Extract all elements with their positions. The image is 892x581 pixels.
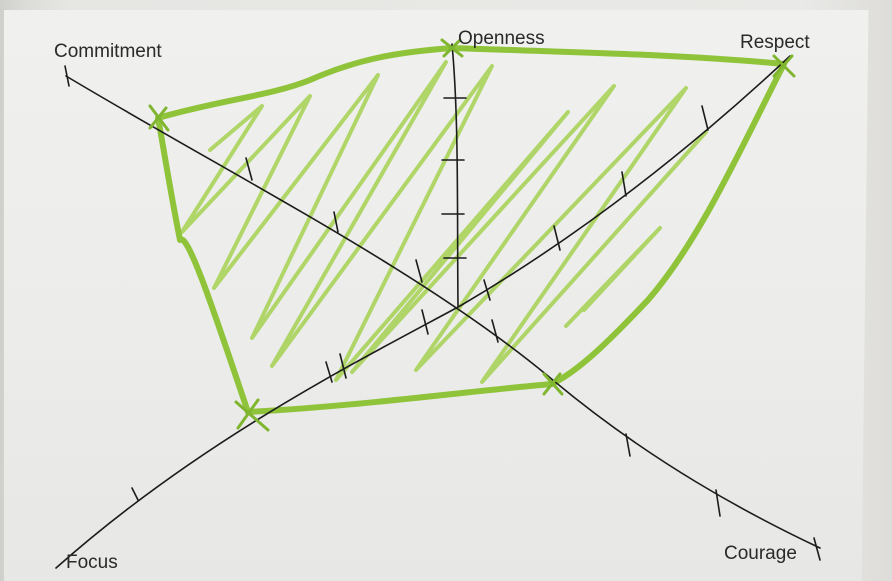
label-courage: Courage xyxy=(724,543,797,564)
vertex-marks xyxy=(148,38,796,432)
label-respect: Respect xyxy=(740,32,810,53)
green-hatching xyxy=(180,60,708,384)
label-focus: Focus xyxy=(66,552,118,573)
label-commitment: Commitment xyxy=(54,41,162,62)
tick-marks xyxy=(64,65,821,561)
paper-sheet xyxy=(4,10,869,581)
axis-focus-respect xyxy=(55,55,791,569)
axis-lines xyxy=(55,43,821,569)
axis-openness xyxy=(451,43,459,307)
axis-commitment-courage xyxy=(65,75,821,549)
green-outline xyxy=(155,45,787,415)
label-openness: Openness xyxy=(458,28,545,49)
